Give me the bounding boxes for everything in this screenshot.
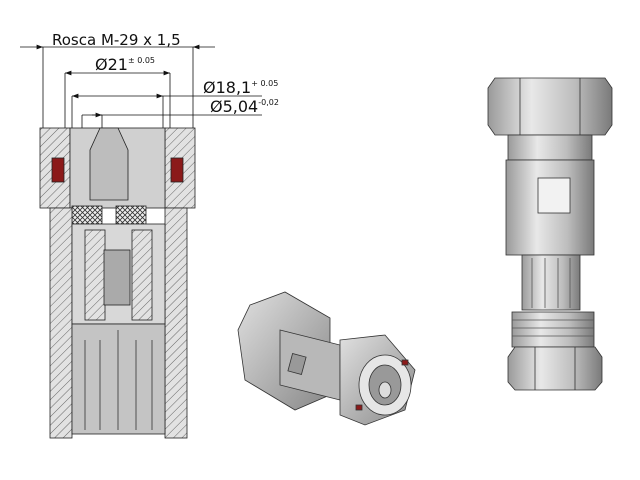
d18-dimension: Ø18,1+ 0.05 — [203, 78, 278, 97]
side-view — [487, 77, 613, 391]
section-view — [39, 127, 196, 439]
dimension-lines — [20, 44, 262, 128]
thread-dimension: Rosca M-29 x 1,5 — [52, 31, 181, 49]
isometric-view — [237, 291, 416, 426]
d21-dimension: Ø21± 0.05 — [95, 55, 155, 74]
d5-dimension: Ø5,04-0,02 — [210, 97, 279, 116]
